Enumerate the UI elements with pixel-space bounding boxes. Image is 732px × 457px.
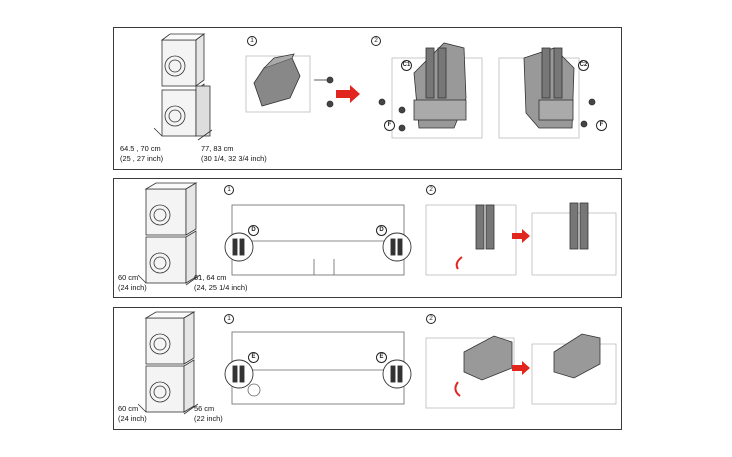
part-label-d-left: D <box>248 225 259 236</box>
depth-dimension-inch: (25 , 27 inch) <box>120 154 164 163</box>
part-label-f-left: F <box>384 120 395 131</box>
depth-dimension: 60 cm <box>118 404 139 413</box>
step-number-1: 1 <box>247 36 257 46</box>
step-number-2: 2 <box>426 314 436 324</box>
step-number-1: 1 <box>224 185 234 195</box>
width-dimension: 77, 83 cm <box>201 144 234 153</box>
detail-circle-right <box>382 359 412 389</box>
panel-stacking-kit-d: 60 cm (24 inch) 61, 64 cm (24, 25 1/4 in… <box>113 178 622 298</box>
depth-dimension-inch: (24 inch) <box>118 414 147 423</box>
detail-circle-left <box>224 232 254 262</box>
depth-dimension-inch: (24 inch) <box>118 283 147 292</box>
part-label-d-right: D <box>376 225 387 236</box>
red-arrow-icon <box>336 85 360 103</box>
bracket-c1-illustration <box>378 42 483 139</box>
part-label-f-right: F <box>596 120 607 131</box>
width-dimension-inch: (30 1/4, 32 3/4 inch) <box>201 154 267 163</box>
step-number-2: 2 <box>371 36 381 46</box>
width-dimension: 56 cm <box>194 404 215 413</box>
width-dimension-inch: (22 inch) <box>194 414 223 423</box>
detail-circle-left <box>224 359 254 389</box>
depth-dimension: 64.5 , 70 cm <box>120 144 161 153</box>
bracket-e-result-illustration <box>531 333 617 405</box>
detail-circle-right <box>382 232 412 262</box>
panel-1-illustration <box>153 33 596 141</box>
panel-3-illustration <box>137 311 617 415</box>
bracket-d-result-illustration <box>531 202 617 276</box>
bracket-step1-illustration <box>245 53 334 113</box>
red-arrow-icon <box>512 229 530 243</box>
bracket-c2-illustration <box>498 47 596 139</box>
part-label-e-right: E <box>376 352 387 363</box>
panel-2-illustration <box>137 182 617 286</box>
part-label-c1: C1 <box>401 60 412 71</box>
width-dimension: 61, 64 cm <box>194 273 227 282</box>
stacked-appliance-icon <box>137 311 199 415</box>
step-number-1: 1 <box>224 314 234 324</box>
red-arrow-icon <box>512 361 530 375</box>
stacked-appliance-icon <box>153 33 213 141</box>
dryer-top-outline <box>231 331 405 405</box>
panel-front-load-stacking-kit: 64.5 , 70 cm (25 , 27 inch) 77, 83 cm (3… <box>113 27 622 170</box>
dryer-top-outline <box>231 204 405 276</box>
bracket-d-install-illustration <box>425 204 517 276</box>
depth-dimension: 60 cm <box>118 273 139 282</box>
width-dimension-inch: (24, 25 1/4 inch) <box>194 283 248 292</box>
part-label-c2: C2 <box>578 60 589 71</box>
panel-stacking-kit-e: 60 cm (24 inch) 56 cm (22 inch) 1 2 E E <box>113 307 622 430</box>
part-label-e-left: E <box>248 352 259 363</box>
step-number-2: 2 <box>426 185 436 195</box>
bracket-e-install-illustration <box>425 335 515 409</box>
stacked-appliance-icon <box>137 182 201 286</box>
